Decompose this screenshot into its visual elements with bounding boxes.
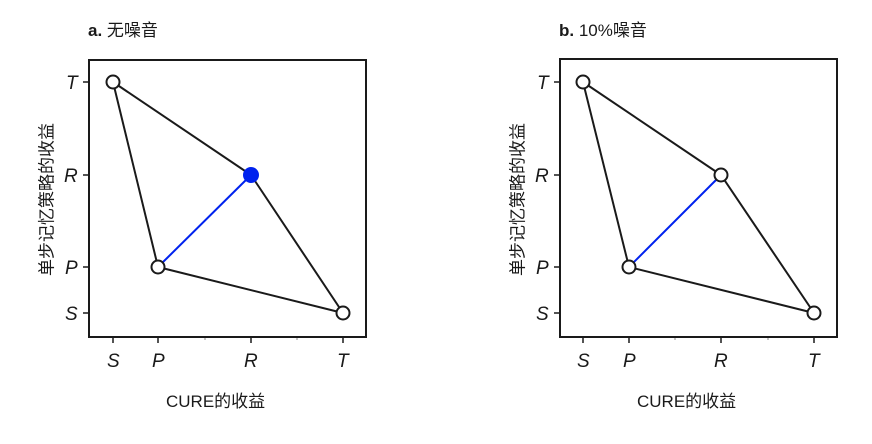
ytick-P: P: [536, 258, 549, 279]
point-TS: [806, 305, 822, 321]
ytick-T: T: [66, 73, 79, 94]
xtick-T: T: [337, 351, 350, 372]
panel-b-title: b. 10%噪音: [559, 16, 647, 41]
point-ST: [105, 74, 121, 90]
highlight-edge: [157, 174, 252, 268]
panel-b-title-text: 10%噪音: [578, 21, 647, 40]
ytick-R: R: [535, 166, 549, 187]
ytick-R: R: [64, 166, 78, 187]
panel-a: a. 无噪音 单步记忆策略的收益 CURE的收益 T R P S S P R T: [38, 16, 367, 411]
ytick-S: S: [65, 304, 78, 325]
xtick-P: P: [152, 351, 165, 372]
xtick-R: R: [714, 351, 728, 372]
point-RR: [713, 167, 729, 183]
point-TS: [335, 305, 351, 321]
xtick-S: S: [577, 351, 590, 372]
panel-b: b. 10%噪音 单步记忆策略的收益 CURE的收益 T R P S S P R…: [436, 0, 872, 444]
panel-a-plot: T R P S S P R T: [64, 59, 367, 372]
ytick-P: P: [65, 258, 78, 279]
highlight-edge: [628, 174, 722, 268]
point-PP: [621, 259, 637, 275]
panel-a-title-text: 无噪音: [106, 21, 158, 40]
panel-a-xlabel: CURE的收益: [166, 392, 266, 411]
panel-b-xlabel: CURE的收益: [637, 392, 737, 411]
panel-a-letter: a.: [88, 21, 103, 40]
point-PP: [150, 259, 166, 275]
panel-b-plot: T R P S S P R T: [535, 58, 838, 372]
xtick-S: S: [107, 351, 120, 372]
ytick-T: T: [537, 73, 550, 94]
point-ST: [575, 74, 591, 90]
xtick-T: T: [808, 351, 821, 372]
panel-a-title: a. 无噪音: [88, 16, 158, 41]
point-RR-filled: [243, 167, 259, 183]
xtick-P: P: [623, 351, 636, 372]
xtick-R: R: [244, 351, 258, 372]
panel-b-letter: b.: [559, 21, 575, 40]
ytick-S: S: [536, 304, 549, 325]
